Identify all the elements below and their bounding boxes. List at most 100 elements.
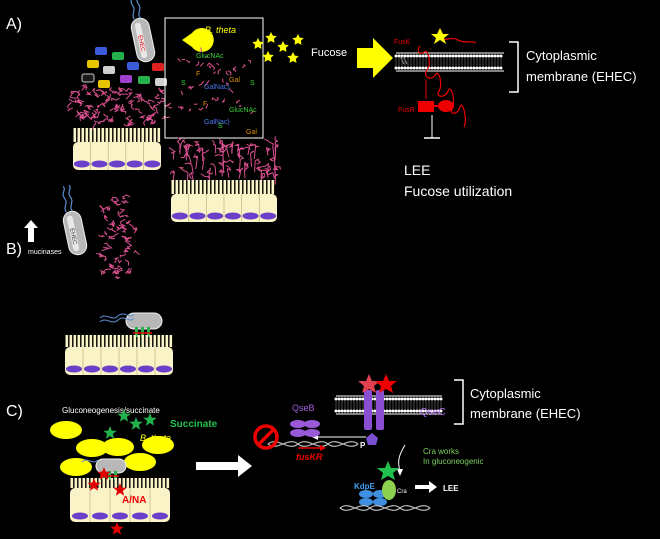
cell-nucleus: [66, 365, 82, 373]
fucose-label: Fucose: [311, 47, 347, 59]
dna-strand-fuskr-2: [267, 441, 359, 447]
lipid-head: [418, 66, 422, 70]
mucin-fiber: [108, 87, 117, 93]
lipid-head: [388, 409, 392, 413]
mucin-stalk: [186, 172, 189, 181]
cell-nucleus: [156, 365, 172, 373]
mucin-fiber: [93, 120, 102, 125]
fucose-star: [262, 51, 274, 62]
lipid-head: [421, 66, 425, 70]
b-theta-label-a: B. theta: [205, 25, 236, 35]
mucin-fiber: [151, 104, 159, 109]
lipid-head: [436, 54, 440, 58]
lipid-head: [418, 409, 422, 413]
mucin-fiber: [143, 117, 150, 126]
microvillus: [179, 180, 183, 194]
microvillus: [223, 180, 227, 194]
mucin-fiber: [148, 104, 156, 111]
mucin-fiber: [244, 161, 250, 168]
lipid-head: [463, 66, 467, 70]
lipid-head: [448, 66, 452, 70]
microvillus: [117, 128, 121, 142]
microvillus: [85, 335, 89, 347]
p-label: P: [360, 441, 366, 450]
lipid-head: [340, 397, 344, 401]
mucin-fiber: [152, 111, 157, 117]
lipid-head: [418, 397, 422, 401]
lipid-head: [430, 66, 434, 70]
microvillus: [74, 478, 78, 488]
panel-b-letter: B): [6, 241, 22, 258]
microvillus: [150, 478, 154, 488]
mucin-fiber: [114, 257, 120, 263]
glycan-branch: [195, 61, 200, 67]
mucin-fiber: [123, 248, 129, 254]
mucin-fiber: [168, 147, 177, 154]
mucin-fiber: [115, 226, 121, 231]
microvillus: [133, 128, 137, 142]
glycan-branch: [228, 87, 234, 94]
microvillus: [82, 478, 86, 488]
lee-label-a: LEE: [404, 162, 430, 178]
mucin-fiber: [88, 104, 94, 111]
mucin-fiber: [119, 208, 126, 215]
b-theta-cell: [142, 436, 174, 454]
mucin-fiber: [97, 102, 104, 109]
microvillus: [195, 180, 199, 194]
lipid-head: [469, 66, 473, 70]
mucin-fiber: [264, 138, 274, 147]
mucin-fiber: [134, 108, 143, 114]
fucose-utilization-label: Fucose utilization: [404, 183, 512, 199]
microvillus: [78, 478, 82, 488]
microvillus: [137, 335, 141, 347]
mucin-fiber: [104, 230, 108, 236]
mucin-stalk: [231, 141, 234, 153]
mucin-fiber: [121, 194, 131, 200]
microvillus: [169, 335, 173, 347]
mucin-fiber: [81, 85, 88, 91]
attached-ehec-b: [99, 312, 163, 337]
glycan-branch: [242, 64, 246, 69]
lipid-head: [397, 397, 401, 401]
mucin-fiber: [128, 99, 135, 105]
lipid-head: [415, 397, 419, 401]
lipid-head: [388, 397, 392, 401]
lipid-head: [415, 54, 419, 58]
lipid-head: [457, 66, 461, 70]
microvillus: [158, 478, 162, 488]
microvillus: [235, 180, 239, 194]
mucin-stalk: [190, 172, 194, 181]
microvillus: [149, 128, 153, 142]
microvillus: [114, 478, 118, 488]
mucin-fiber: [176, 137, 182, 145]
mucin-fiber: [69, 91, 77, 99]
mucin-stalk: [272, 145, 275, 160]
lipid-head: [334, 397, 338, 401]
cell-nucleus: [189, 212, 206, 220]
cell-nucleus: [91, 160, 108, 168]
mucin-fiber: [149, 119, 156, 125]
lipid-head: [409, 409, 413, 413]
microvillus: [125, 335, 129, 347]
mucin-fiber: [257, 162, 270, 172]
signal-star: [113, 483, 127, 496]
lipid-head: [385, 409, 389, 413]
lipid-head: [481, 66, 485, 70]
cytoplasmic-membrane-c: [334, 395, 443, 415]
mucin-fiber: [109, 118, 114, 123]
mucin-fiber: [117, 259, 123, 264]
panel-c-letter: C): [6, 403, 23, 420]
microvillus: [259, 180, 263, 194]
mucin-fiber: [253, 143, 260, 148]
mucin-fiber: [115, 275, 121, 280]
membrane-bracket-a: [509, 41, 519, 93]
glycan-branch: [210, 64, 216, 71]
glycan-branch: [227, 70, 232, 76]
microvillus: [89, 335, 93, 347]
lipid-head: [499, 54, 503, 58]
lipid-head: [406, 54, 410, 58]
mucin-fiber: [103, 113, 109, 121]
mucin-fiber: [128, 102, 135, 111]
lipid-head: [484, 54, 488, 58]
